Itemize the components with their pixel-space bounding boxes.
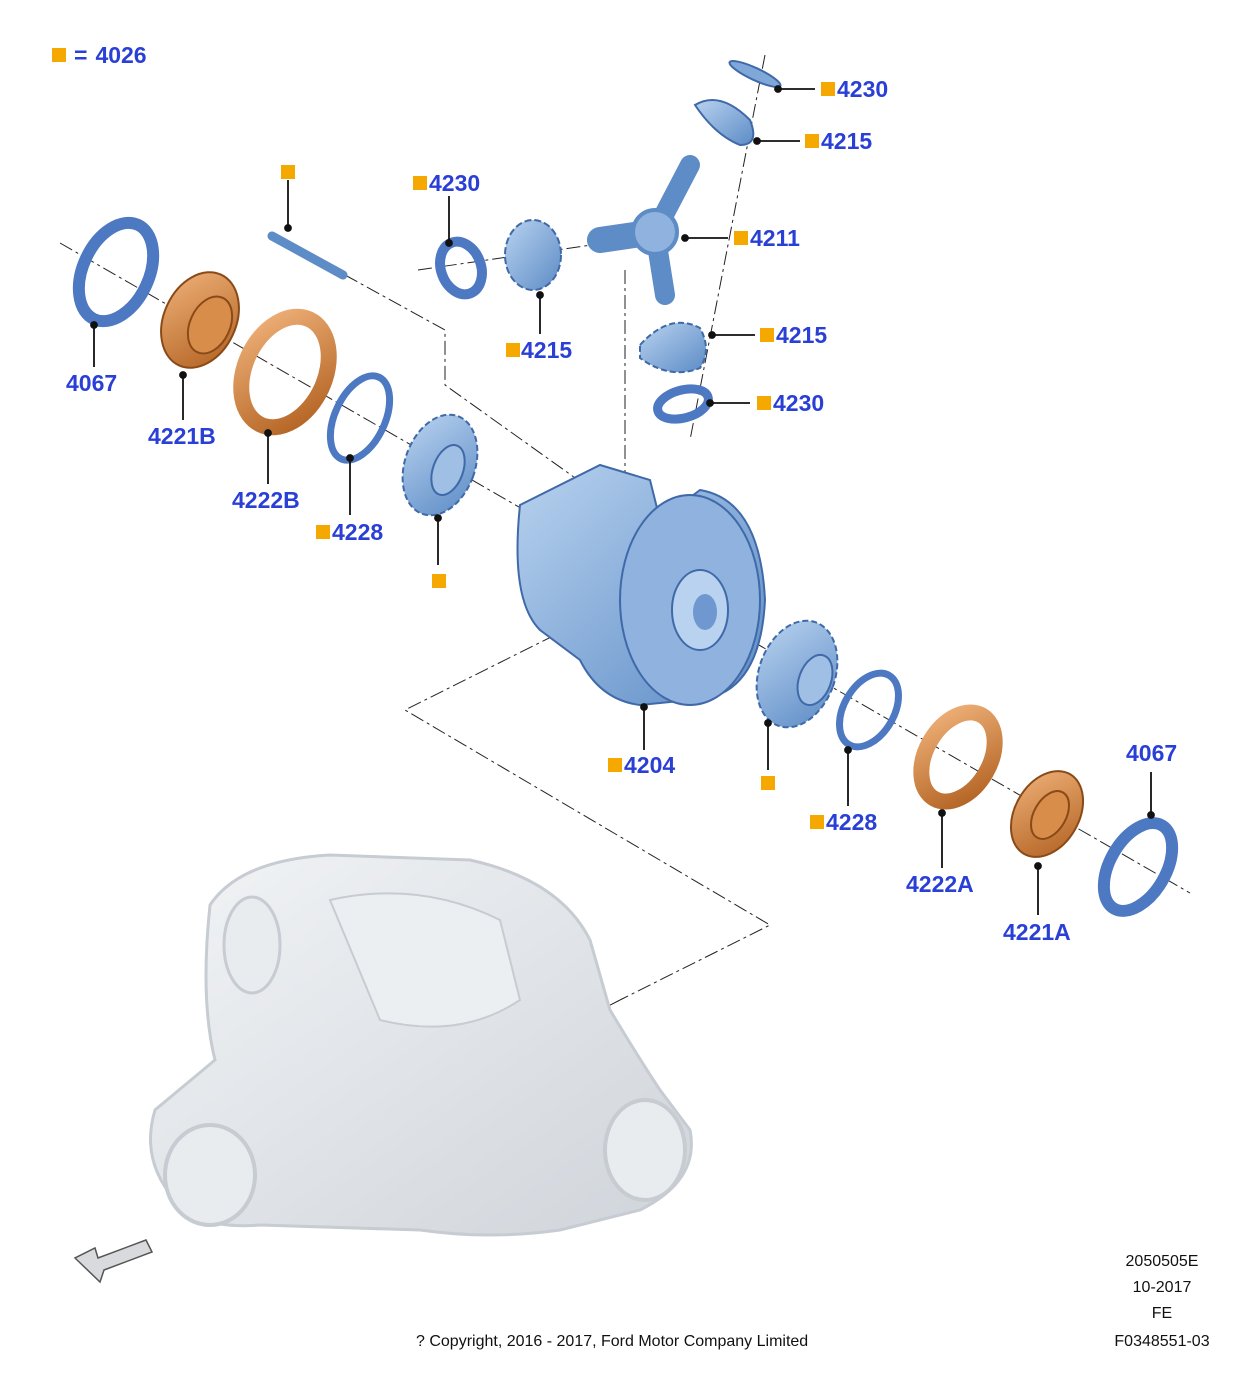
label-shim-right: 4067 — [1126, 740, 1177, 766]
kit-marker-icon — [432, 574, 446, 588]
kit-marker-icon — [52, 48, 66, 62]
bearing-left — [160, 271, 240, 369]
legend-kit-number: 4026 — [95, 42, 147, 68]
kit-marker-icon — [608, 758, 622, 772]
thrust-washer-top-right — [728, 59, 782, 89]
figure-id: F0348551-03 — [1114, 1333, 1210, 1350]
label-washer-left: 4228 — [332, 519, 383, 545]
label-washer-top-right: 4230 — [837, 76, 888, 102]
drawing-id: 2050505E — [1125, 1253, 1199, 1270]
leader-lines — [90, 85, 1155, 915]
label-cup-right: 4222A — [906, 871, 974, 897]
label-bearing-left: 4221B — [148, 423, 216, 449]
cross-shaft — [587, 155, 700, 305]
differential-housing — [149, 853, 693, 1237]
differential-case — [516, 463, 767, 707]
side-gear-left — [401, 413, 479, 517]
callout-labels: 4067 4221B 4222B 4228 4230 4215 4230 421… — [66, 76, 1177, 945]
kit-marker-icon — [810, 815, 824, 829]
kit-marker-icon — [821, 82, 835, 96]
washer-right — [836, 669, 902, 751]
kit-marker-icon — [760, 328, 774, 342]
shim-right — [1097, 817, 1179, 917]
kit-marker-icon — [734, 231, 748, 245]
shim-left — [72, 216, 160, 328]
label-washer-right: 4230 — [773, 390, 824, 416]
pinion-gear-top-right — [693, 99, 755, 147]
kit-marker-icon — [757, 396, 771, 410]
label-washer-top-left: 4230 — [429, 170, 480, 196]
kit-marker-icon — [281, 165, 295, 179]
kit-marker-icon — [506, 343, 520, 357]
copyright-notice: ? Copyright, 2016 - 2017, Ford Motor Com… — [416, 1333, 809, 1350]
pinion-gear-right — [639, 321, 707, 374]
thrust-washer-top-left — [435, 236, 487, 300]
drawing-code: FE — [1151, 1305, 1173, 1322]
label-cross-shaft: 4211 — [750, 225, 800, 251]
kit-marker-icon — [413, 176, 427, 190]
direction-arrow-icon — [73, 1239, 154, 1284]
label-washer-right-lower: 4228 — [826, 809, 877, 835]
kit-marker-icon — [761, 776, 775, 790]
bearing-cup-left — [233, 308, 337, 436]
bolt — [267, 231, 348, 280]
thrust-washer-right — [653, 384, 713, 424]
legend: = 4026 — [52, 42, 147, 69]
label-shim-left: 4067 — [66, 370, 117, 396]
pinion-gear-top-left — [504, 219, 562, 291]
drawing-date: 10-2017 — [1132, 1279, 1192, 1296]
label-case: 4204 — [624, 752, 675, 778]
kit-marker-icon — [316, 525, 330, 539]
label-gear-right: 4215 — [776, 322, 827, 348]
bearing-cup-right — [913, 704, 1003, 810]
kit-marker-icon — [805, 134, 819, 148]
bearing-right — [1009, 770, 1085, 858]
label-bearing-right: 4221A — [1003, 919, 1071, 945]
label-gear-top-left: 4215 — [521, 337, 572, 363]
kit-markers — [281, 82, 835, 829]
side-gear-right — [755, 619, 839, 729]
label-gear-top-right: 4215 — [821, 128, 872, 154]
label-cup-left: 4222B — [232, 487, 300, 513]
washer-left — [326, 372, 394, 464]
legend-equals: = — [74, 42, 88, 68]
